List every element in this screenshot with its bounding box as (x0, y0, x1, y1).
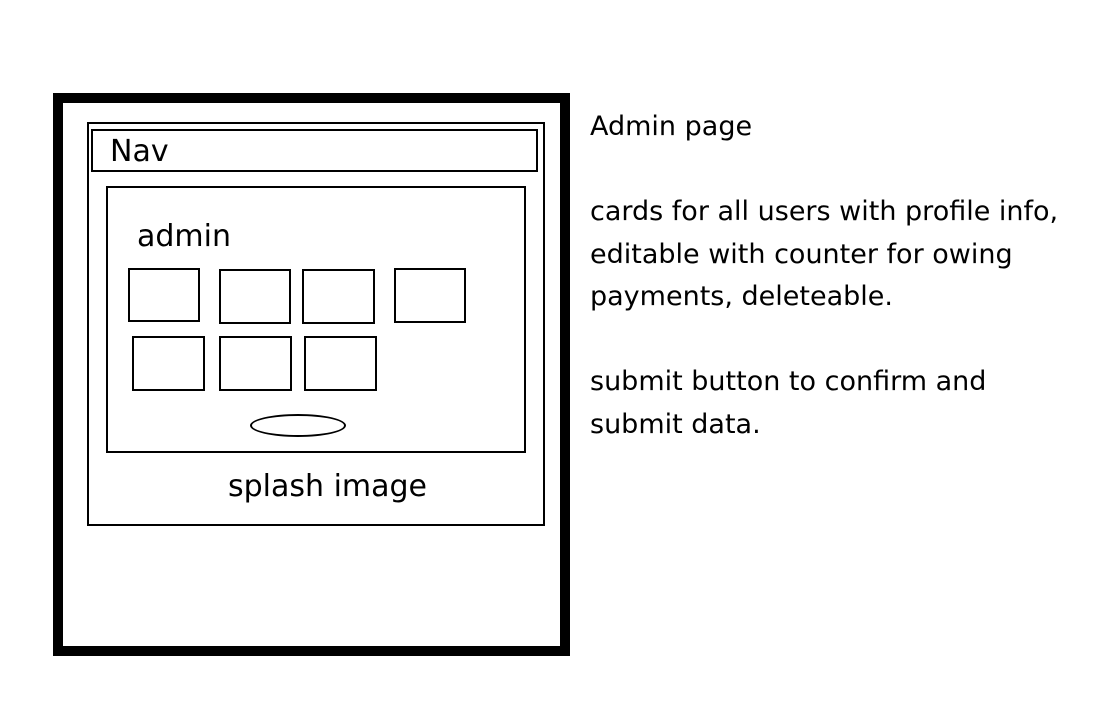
submit-button (250, 414, 346, 437)
nav-bar (91, 129, 538, 172)
user-card (132, 336, 205, 391)
admin-panel (106, 186, 526, 453)
notes-paragraph-cards: cards for all users with profile info, e… (590, 191, 1100, 319)
user-card (128, 268, 200, 322)
page-container (87, 122, 545, 526)
splash-image-label: splash image (228, 469, 428, 504)
annotation-notes: Admin page cards for all users with prof… (590, 106, 1100, 446)
note-line: submit data. (590, 408, 761, 440)
user-card (219, 336, 292, 391)
notes-paragraph-submit: submit button to confirm and submit data… (590, 361, 1100, 446)
user-card (302, 269, 375, 324)
note-line: editable with counter for owing (590, 238, 1013, 270)
user-card (304, 336, 377, 391)
admin-label: admin (137, 219, 231, 254)
note-line: cards for all users with profile info, (590, 196, 1059, 227)
note-line: payments, deleteable. (590, 281, 893, 312)
user-card (219, 269, 291, 324)
user-card (394, 268, 466, 323)
nav-label: Nav (110, 134, 169, 169)
notes-title: Admin page (590, 111, 753, 142)
note-line: submit button to confirm and (590, 366, 987, 397)
